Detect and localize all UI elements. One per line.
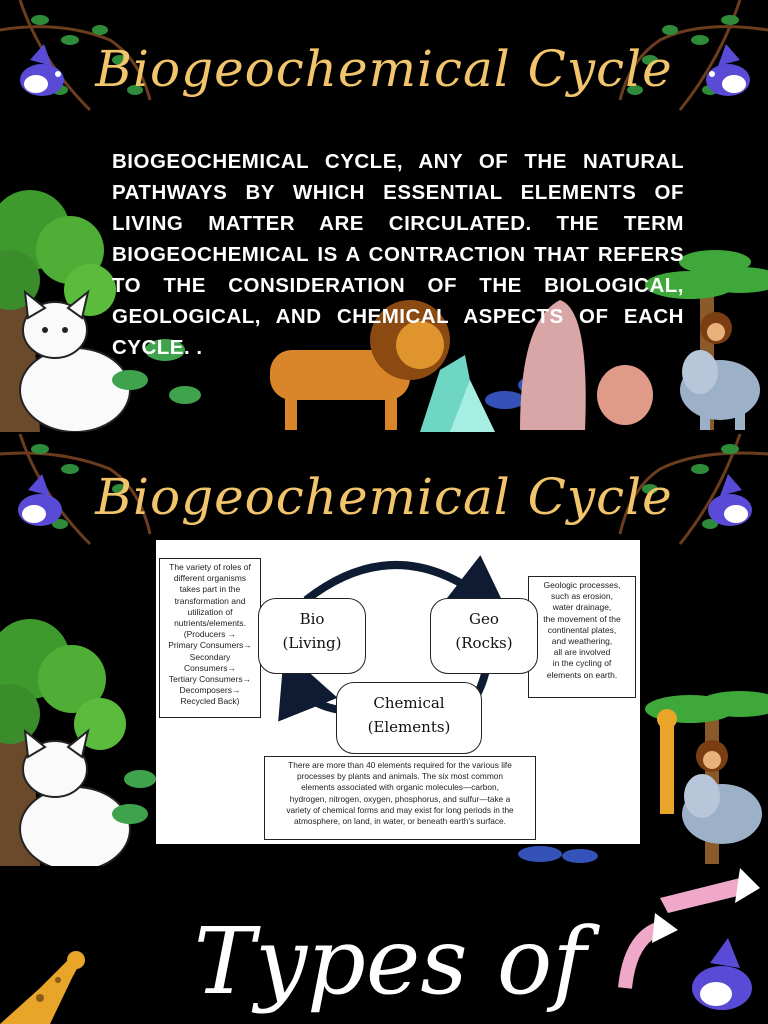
note-bio: The variety of roles of different organi… xyxy=(159,558,261,718)
monkey-icon xyxy=(696,740,728,772)
jungle-decoration xyxy=(0,0,768,432)
giraffe-icon xyxy=(657,709,677,814)
note-line: Tertiary Consumers→ xyxy=(168,674,252,685)
note-line: transformation and xyxy=(174,595,246,606)
note-line: utilization of xyxy=(187,606,233,617)
note-line: processes by plants and animals. The six… xyxy=(297,771,503,782)
lion-icon xyxy=(270,300,450,430)
elephant-icon xyxy=(682,774,762,844)
bird-left-icon xyxy=(20,44,64,96)
pink-tree xyxy=(520,300,586,430)
elephant-icon xyxy=(680,350,760,430)
slide-diagram: Biogeochemical Cycle The variety of role… xyxy=(0,434,768,866)
blue-leaves xyxy=(518,846,598,863)
node-chemical: Chemical (Elements) xyxy=(336,682,482,754)
note-line: elements associated with organic molecul… xyxy=(301,782,499,793)
cat-icon xyxy=(19,289,131,432)
bird-right-icon xyxy=(708,474,752,526)
vine-top-right xyxy=(618,0,768,111)
vine-top-left xyxy=(0,434,152,546)
slide-intro: Biogeochemical Cycle BIOGEOCHEMICAL CYCL… xyxy=(0,0,768,432)
giraffe-icon xyxy=(0,951,85,1024)
crystal-icon xyxy=(420,355,495,432)
vine-top-right xyxy=(618,434,768,545)
note-line: Decomposers→ xyxy=(179,685,241,696)
note-line: Primary Consumers→ xyxy=(168,640,252,651)
plant-leaves xyxy=(112,770,156,824)
node-bio: Bio (Living) xyxy=(258,598,366,674)
vine-top-left xyxy=(0,0,152,112)
bird-right-icon xyxy=(706,44,750,96)
slide-body-text: BIOGEOCHEMICAL CYCLE, ANY OF THE NATURAL… xyxy=(112,150,684,359)
note-line: nutrients/elements. xyxy=(174,618,246,629)
node-label: Chemical xyxy=(373,694,445,712)
note-line: Recycled Back) xyxy=(180,696,240,707)
note-line: such as erosion, xyxy=(551,591,613,602)
note-line: takes part in the xyxy=(179,584,241,595)
arrow-bio-to-geo xyxy=(303,555,512,620)
note-line: in the cycling of xyxy=(552,658,612,669)
node-label: Geo xyxy=(469,610,499,628)
note-line: water drainage, xyxy=(552,602,612,613)
node-label: Bio xyxy=(299,610,325,628)
slide-title: Biogeochemical Cycle xyxy=(95,468,673,526)
note-line: the movement of the xyxy=(543,613,621,624)
decoration xyxy=(0,868,760,1024)
note-line: There are more than 40 elements required… xyxy=(288,760,512,770)
note-line: The variety of roles of xyxy=(169,562,251,572)
slide-title: Biogeochemical Cycle xyxy=(95,40,673,98)
note-line: Secondary Consumers→ xyxy=(184,651,236,673)
note-line: elements on earth. xyxy=(546,669,618,680)
note-line: continental plates, xyxy=(547,624,617,635)
monkey-icon xyxy=(700,312,732,344)
biogeochemical-diagram: The variety of roles of different organi… xyxy=(156,540,640,844)
note-line: atmosphere, on land, in water, or beneat… xyxy=(294,816,506,827)
note-geo: Geologic processes, such as erosion, wat… xyxy=(528,576,636,698)
node-sublabel: (Elements) xyxy=(367,718,451,736)
node-sublabel: (Living) xyxy=(282,634,342,652)
pink-animal-icon xyxy=(597,365,653,425)
note-chemical: There are more than 40 elements required… xyxy=(264,756,536,840)
bird-icon xyxy=(692,938,752,1010)
note-line: different organisms xyxy=(173,573,247,584)
note-line: all are involved xyxy=(553,647,611,658)
node-geo: Geo (Rocks) xyxy=(430,598,538,674)
node-sublabel: (Rocks) xyxy=(455,634,513,652)
note-line: and weathering, xyxy=(551,636,613,647)
slide-title: Types of xyxy=(193,908,587,1015)
jungle-decoration xyxy=(0,434,768,866)
bird-left-icon xyxy=(18,474,62,526)
note-line: hydrogen, nitrogen, oxygen, phosphorus, … xyxy=(289,793,511,804)
arrow-chem-to-bio xyxy=(278,650,342,722)
note-line: (Producers → xyxy=(183,629,237,640)
plant-leaves xyxy=(112,339,201,404)
cycle-arrows-icon xyxy=(618,868,760,989)
note-line: Geologic processes, xyxy=(543,580,621,590)
note-line: variety of chemical forms and may exist … xyxy=(286,804,514,815)
slide-types: Types of xyxy=(0,868,768,1024)
cat-icon xyxy=(19,728,131,866)
